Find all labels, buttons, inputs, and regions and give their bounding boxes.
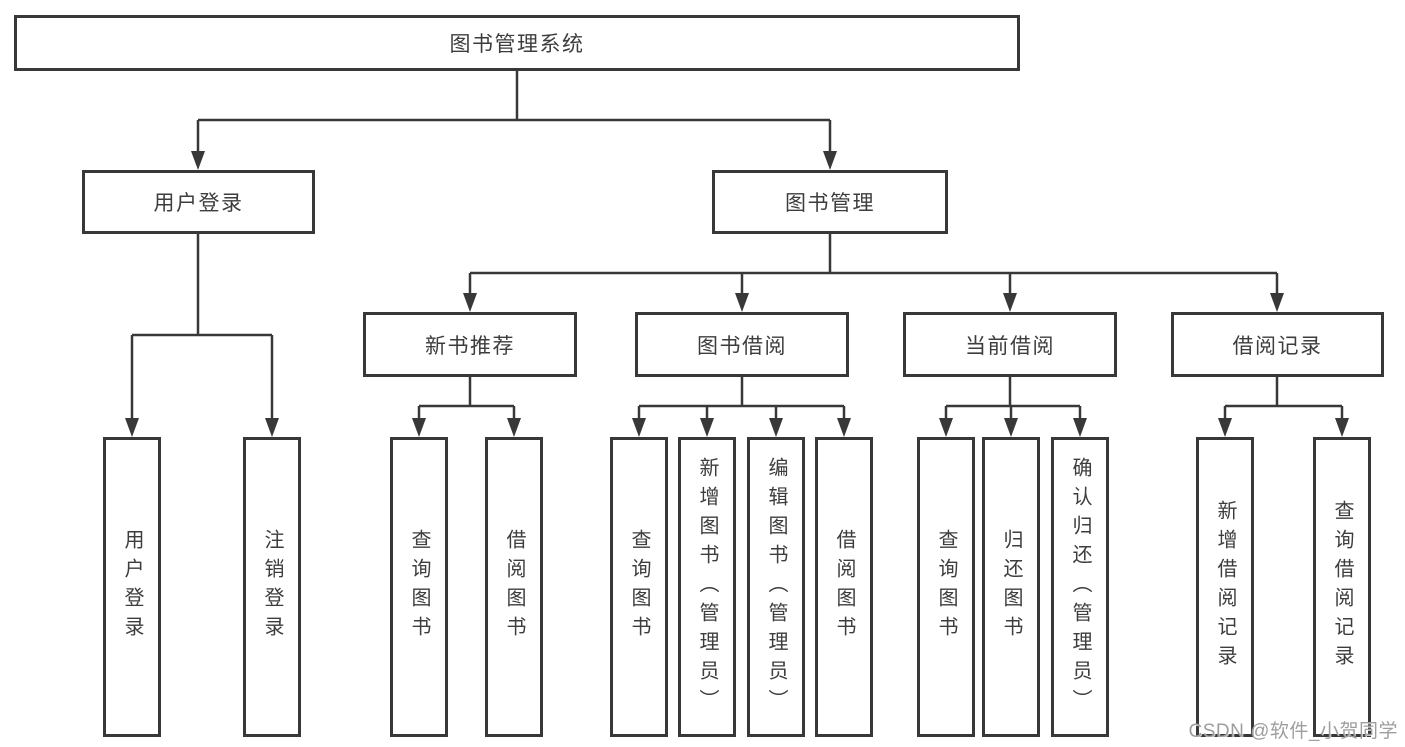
node-leaf-borrow-books-recommend: 借阅图书 [485, 437, 543, 737]
node-book-borrow-label: 图书借阅 [697, 334, 787, 358]
node-current-borrow: 当前借阅 [903, 312, 1117, 377]
node-leaf-logout: 注销登录 [243, 437, 301, 737]
node-leaf-borrow-books-label: 借阅图书 [833, 529, 855, 645]
connector-user-login [130, 234, 274, 421]
arrowheads [125, 151, 1349, 437]
node-leaf-user-login-label: 用户登录 [121, 529, 143, 645]
node-leaf-logout-label: 注销登录 [261, 529, 283, 645]
node-root-label: 图书管理系统 [449, 33, 585, 56]
node-leaf-query-books-current-label: 查询图书 [935, 529, 957, 645]
node-leaf-borrow-books: 借阅图书 [815, 437, 873, 737]
connector-book-management [468, 234, 1279, 296]
node-new-book-recommend: 新书推荐 [363, 312, 577, 377]
node-leaf-return-books-label: 归还图书 [1000, 529, 1022, 645]
node-leaf-query-books-recommend: 查询图书 [390, 437, 448, 737]
connector-borrow-records [1223, 377, 1344, 421]
connector-new-book-recommend [417, 377, 516, 421]
node-leaf-confirm-return-admin: 确认归还（管理员） [1051, 437, 1109, 737]
node-leaf-query-borrow-record: 查询借阅记录 [1313, 437, 1371, 737]
node-leaf-add-books-admin-label: 新增图书（管理员） [696, 456, 718, 718]
node-book-borrow: 图书借阅 [635, 312, 849, 377]
node-leaf-edit-books-admin: 编辑图书（管理员） [747, 437, 805, 737]
node-user-login-branch-label: 用户登录 [153, 192, 244, 215]
node-new-book-recommend-label: 新书推荐 [425, 334, 515, 358]
node-leaf-add-books-admin: 新增图书（管理员） [678, 437, 736, 737]
node-leaf-user-login: 用户登录 [103, 437, 161, 737]
node-leaf-add-borrow-record-label: 新增借阅记录 [1214, 500, 1236, 674]
node-book-management: 图书管理 [712, 170, 948, 234]
node-root: 图书管理系统 [14, 15, 1020, 71]
node-user-login-branch: 用户登录 [82, 170, 315, 234]
node-leaf-query-borrow-record-label: 查询借阅记录 [1331, 500, 1353, 674]
node-leaf-add-borrow-record: 新增借阅记录 [1196, 437, 1254, 737]
node-leaf-query-books-borrow: 查询图书 [610, 437, 668, 737]
node-leaf-query-books-borrow-label: 查询图书 [628, 529, 650, 645]
node-current-borrow-label: 当前借阅 [965, 334, 1055, 358]
node-leaf-query-books-recommend-label: 查询图书 [408, 529, 430, 645]
connector-book-borrow [637, 377, 846, 421]
node-leaf-return-books: 归还图书 [982, 437, 1040, 737]
node-leaf-confirm-return-admin-label: 确认归还（管理员） [1069, 456, 1091, 718]
node-leaf-edit-books-admin-label: 编辑图书（管理员） [765, 456, 787, 718]
node-borrow-records-label: 借阅记录 [1232, 334, 1323, 358]
node-book-management-label: 图书管理 [785, 192, 875, 215]
connector-current-borrow [944, 377, 1082, 421]
node-leaf-borrow-books-recommend-label: 借阅图书 [503, 529, 525, 645]
watermark: CSDN @软件_小贺同学 [1188, 721, 1398, 742]
connector-root [196, 71, 832, 154]
node-borrow-records: 借阅记录 [1171, 312, 1384, 377]
node-leaf-query-books-current: 查询图书 [917, 437, 975, 737]
